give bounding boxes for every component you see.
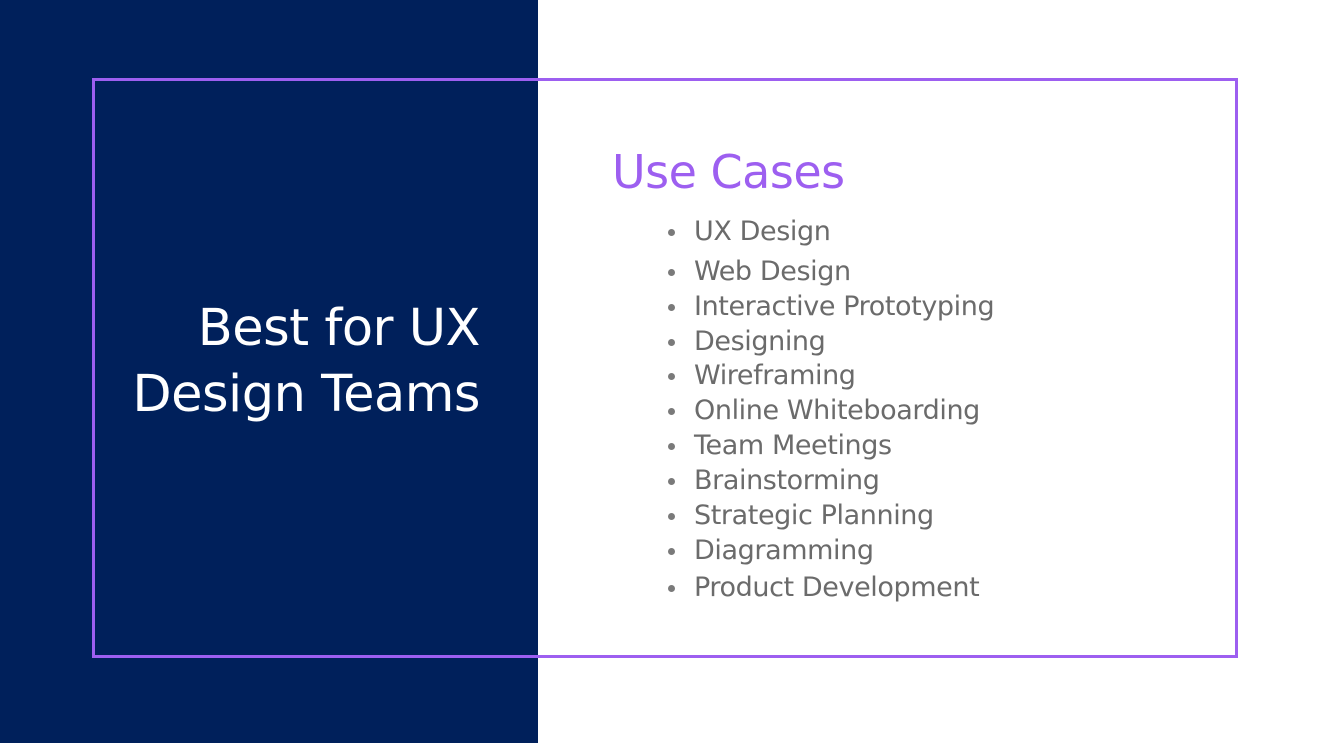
main-title: Best for UX Design Teams <box>132 296 480 428</box>
bullet-icon <box>668 584 675 592</box>
bullet-icon <box>668 303 675 311</box>
bullet-icon <box>668 372 675 380</box>
use-case-label: Wireframing <box>694 360 856 391</box>
use-case-item: Product Development <box>668 570 980 606</box>
bullet-icon <box>668 228 675 236</box>
use-case-item: Web Design <box>668 254 851 290</box>
bullet-icon <box>668 268 675 276</box>
bullet-icon <box>668 407 675 415</box>
main-title-line-2: Design Teams <box>132 365 480 424</box>
bullet-icon <box>668 547 675 555</box>
main-title-line-1: Best for UX <box>197 299 481 358</box>
use-case-item: Designing <box>668 324 826 360</box>
use-case-label: Web Design <box>694 256 851 287</box>
use-case-item: Diagramming <box>668 533 874 569</box>
use-case-label: Team Meetings <box>694 430 892 461</box>
use-case-label: Strategic Planning <box>694 500 934 531</box>
use-case-item: Interactive Prototyping <box>668 289 995 325</box>
bullet-icon <box>668 477 675 485</box>
use-case-label: Interactive Prototyping <box>694 291 995 322</box>
navy-left-panel <box>0 0 538 743</box>
use-case-label: Product Development <box>694 572 980 603</box>
use-case-label: Brainstorming <box>694 465 880 496</box>
use-cases-heading: Use Cases <box>612 145 845 199</box>
use-case-label: Designing <box>694 326 826 357</box>
use-case-item: Team Meetings <box>668 428 892 464</box>
use-case-label: Diagramming <box>694 535 874 566</box>
use-case-item: Online Whiteboarding <box>668 393 980 429</box>
use-case-item: Brainstorming <box>668 463 880 499</box>
bullet-icon <box>668 512 675 520</box>
use-case-item: Wireframing <box>668 358 856 394</box>
use-case-label: Online Whiteboarding <box>694 395 980 426</box>
bullet-icon <box>668 442 675 450</box>
use-case-item: UX Design <box>668 214 831 250</box>
use-case-item: Strategic Planning <box>668 498 934 534</box>
bullet-icon <box>668 338 675 346</box>
use-case-label: UX Design <box>694 216 831 247</box>
